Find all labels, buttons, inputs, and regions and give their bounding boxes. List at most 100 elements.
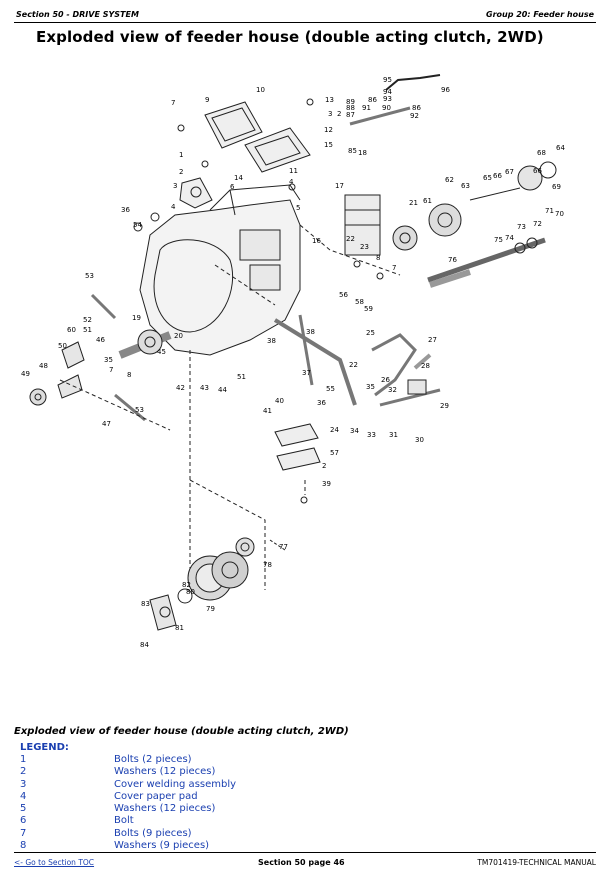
part-callout: 56 — [339, 291, 348, 299]
part-callout: 87 — [346, 111, 355, 119]
part-callout: 45 — [157, 348, 166, 356]
part-callout: 7 — [171, 99, 175, 107]
figure-caption: Exploded view of feeder house (double ac… — [14, 726, 349, 737]
part-callout: 68 — [537, 149, 546, 157]
part-callout: 7 — [392, 264, 396, 272]
part-callout: 34 — [350, 427, 359, 435]
part-callout: 2 — [179, 168, 183, 176]
part-callout: 25 — [366, 329, 375, 337]
part-callout: 59 — [364, 305, 373, 313]
part-callout: 3 — [328, 110, 332, 118]
part-callout: 20 — [174, 332, 183, 340]
part-callout: 15 — [324, 141, 333, 149]
part-callout: 75 — [494, 236, 503, 244]
part-callout: 83 — [141, 600, 150, 608]
part-callout: 47 — [102, 420, 111, 428]
legend-num: 4 — [20, 790, 27, 802]
part-callout: 78 — [263, 561, 272, 569]
part-callout: 38 — [306, 328, 315, 336]
part-callout: 12 — [324, 126, 333, 134]
part-callout: 86 — [412, 104, 421, 112]
part-callout: 14 — [234, 174, 243, 182]
part-callout: 90 — [382, 104, 391, 112]
page-header: Section 50 - DRIVE SYSTEM Group 20: Feed… — [14, 6, 596, 23]
part-callout: 41 — [263, 407, 272, 415]
part-callout: 37 — [302, 369, 311, 377]
part-callout: 73 — [517, 223, 526, 231]
part-callout: 35 — [366, 383, 375, 391]
part-callout: 33 — [367, 431, 376, 439]
part-callout: 46 — [96, 336, 105, 344]
legend-desc: Washers (12 pieces) — [114, 766, 216, 778]
page-footer: <- Go to Section TOC Section 50 page 46 … — [14, 852, 596, 871]
part-callout: 96 — [441, 86, 450, 94]
part-callout: 42 — [176, 384, 185, 392]
part-callout: 8 — [127, 371, 131, 379]
legend-heading: LEGEND: — [20, 742, 69, 753]
part-callout: 72 — [533, 220, 542, 228]
part-callout: 40 — [275, 397, 284, 405]
legend-num: 1 — [20, 754, 27, 765]
part-callout: 36 — [317, 399, 326, 407]
manual-id: TM701419-TECHNICAL MANUAL — [477, 858, 596, 867]
part-callout: 26 — [381, 376, 390, 384]
legend-num: 5 — [20, 803, 27, 815]
part-callout: 24 — [330, 426, 339, 434]
part-callout: 27 — [428, 336, 437, 344]
part-callout: 62 — [445, 176, 454, 184]
part-callout: 93 — [383, 95, 392, 103]
legend-desc: Washers (9 pieces) — [114, 840, 210, 852]
page-number: Section 50 page 46 — [258, 858, 345, 867]
part-callout: 57 — [330, 449, 339, 457]
part-callout: 67 — [505, 168, 514, 176]
part-callout: 64 — [556, 144, 565, 152]
part-callout: 4 — [171, 203, 176, 211]
part-callout: 66 — [493, 172, 502, 180]
part-callout: 65 — [483, 174, 492, 182]
part-callout: 11 — [289, 167, 298, 175]
part-callout: 81 — [175, 624, 184, 632]
part-callout: 30 — [415, 436, 424, 444]
part-callout: 36 — [121, 206, 130, 214]
part-callout: 35 — [104, 356, 113, 364]
part-callout: 80 — [186, 588, 195, 596]
part-callout: 22 — [346, 235, 355, 243]
legend-num: 2 — [20, 766, 27, 778]
part-callout: 50 — [58, 342, 67, 350]
part-callout: 9 — [205, 96, 209, 104]
part-callout: 17 — [335, 182, 344, 190]
part-callout: 4 — [289, 178, 294, 186]
part-callout: 54 — [133, 221, 142, 229]
part-callout: 95 — [383, 76, 392, 84]
part-callout: 38 — [267, 337, 276, 345]
part-callout: 32 — [388, 386, 397, 394]
diagram-drawing — [29, 74, 557, 631]
part-callout: 71 — [545, 207, 554, 215]
part-callout: 48 — [39, 362, 48, 370]
part-callout: 55 — [326, 385, 335, 393]
part-callout: 84 — [140, 641, 149, 649]
part-callout: 69 — [552, 183, 561, 191]
part-callout: 29 — [440, 402, 449, 410]
part-callout: 70 — [555, 210, 564, 218]
part-callout: 18 — [358, 149, 367, 157]
legend-desc: Cover welding assembly — [114, 778, 237, 790]
part-callout: 92 — [410, 112, 419, 120]
part-callout: 49 — [21, 370, 30, 378]
part-callout: 16 — [312, 237, 321, 245]
part-callout: 61 — [423, 197, 432, 205]
legend-desc: Washers (12 pieces) — [114, 803, 216, 815]
part-callout: 63 — [461, 182, 470, 190]
legend-num: 8 — [20, 840, 27, 852]
part-callout: 1 — [179, 151, 183, 159]
section-toc-link[interactable]: <- Go to Section TOC — [14, 858, 95, 867]
part-callout: 51 — [237, 373, 246, 381]
legend-num: 3 — [20, 778, 27, 790]
part-callout: 85 — [348, 147, 357, 155]
part-callout: 19 — [132, 314, 141, 322]
part-callout: 94 — [383, 88, 392, 96]
part-callout: 53 — [135, 406, 144, 414]
